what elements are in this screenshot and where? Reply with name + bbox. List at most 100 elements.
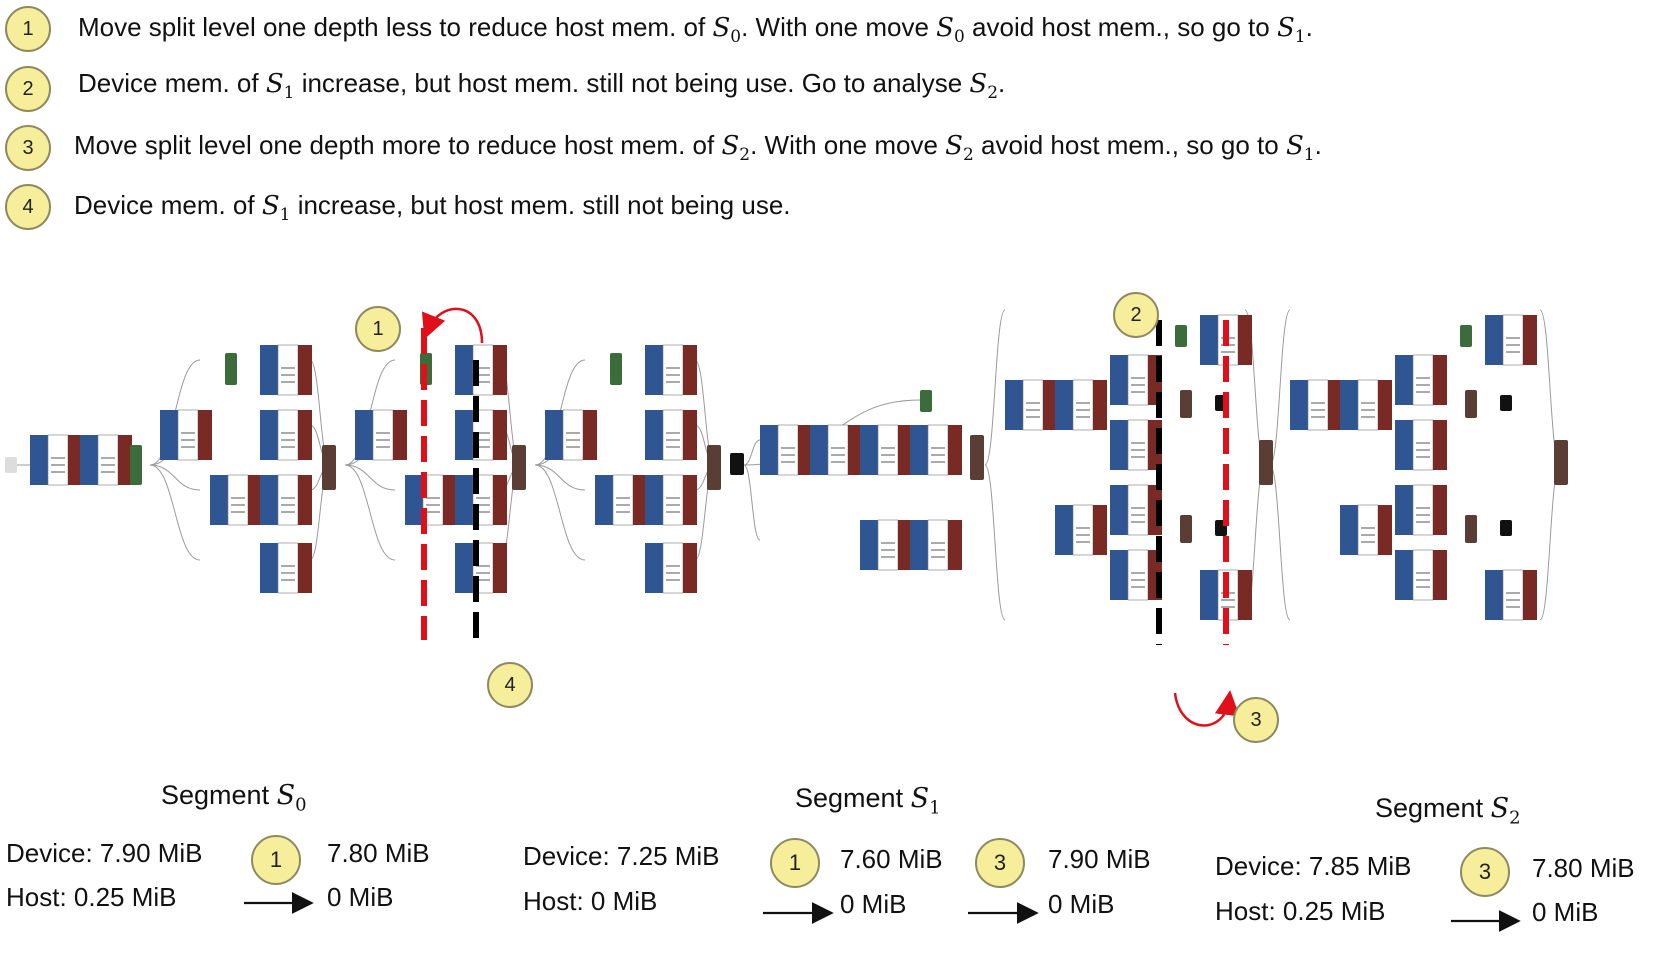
step-1-sym-b: S0 [936,13,965,48]
segment-s0-move-device: 7.80 MiB [327,838,430,868]
step-1-badge: 1 [5,6,51,52]
inc2-b3 [645,542,697,594]
step-3-mid: . With one move [750,130,946,160]
step-1-mid2: avoid host mem., so go to [964,12,1277,42]
step-3-pre: Move split level one depth more to reduc… [74,130,722,160]
m0-top [1200,314,1252,366]
step-3-post: . [1314,130,1322,160]
step-2-mid: increase, but host mem. still not being … [294,68,970,98]
graph-edge [984,464,1006,621]
network-graph [5,309,1568,645]
red-b4 [860,519,912,571]
inc2-b0 [645,344,697,396]
m1-concat [1554,440,1568,485]
step-3-mid2: avoid host mem., so go to [973,130,1286,160]
concat-3 [970,435,984,480]
graph-edge [344,464,396,491]
inc0-b0 [260,344,312,396]
step-1-mid: . With one move [741,12,937,42]
m1-n2 [1500,520,1512,536]
segment-s1-move2-host: 0 MiB [1048,889,1115,919]
red-b1 [810,424,862,476]
m0-e [1110,419,1162,471]
m0-a [1005,379,1057,431]
step-1-text: Move split level one depth less to reduc… [78,12,1313,47]
graph-edge [1269,464,1291,621]
m0-f [1110,484,1162,536]
concat-0 [322,445,336,490]
segment-s1-move2-badge: 3 [975,838,1025,888]
segment-s1-host: Host: 0 MiB [523,886,658,916]
segment-s0-host: Host: 0.25 MiB [6,882,177,912]
m1-bot [1485,569,1537,621]
step-1-pre: Move split level one depth less to reduc… [78,12,713,42]
segment-s0-device: Device: 7.90 MiB [6,838,203,868]
concat-1 [512,445,526,490]
step-4-sym-a: S1 [261,191,291,226]
inc1-b0 [455,344,507,396]
graph-edge [984,309,1006,466]
pool-node-0 [225,353,237,385]
graph-edge [534,464,586,561]
red-b5 [910,519,962,571]
m1-cat1 [1465,390,1477,418]
graph-edge [743,439,761,466]
segment-s1-title: Segment S1 [795,783,941,819]
inc0-b1b [260,409,312,461]
m1-g [1395,549,1447,601]
graph-edge [149,464,201,491]
step-3-badge: 3 [5,125,51,171]
step-3-sym-b: S2 [945,131,974,166]
step-2-sym-a: S1 [265,69,295,104]
diagram-badge-3: 3 [1233,697,1279,743]
m1-d [1395,354,1447,406]
segment-s0-move-badge: 1 [251,835,301,885]
split-lines [421,320,1229,645]
inc2-b2b [645,474,697,526]
m0-b [1055,379,1107,431]
step-1-sym-c: S1 [1276,13,1306,48]
m1-e [1395,419,1447,471]
graph-edge [149,464,201,561]
step-2-post: . [998,68,1006,98]
m1-f [1395,484,1447,536]
segment-s1-device: Device: 7.25 MiB [523,841,720,871]
m1-top [1485,314,1537,366]
diagram-badge-2: 2 [1113,292,1159,338]
segment-s1-move1-badge: 1 [770,838,820,888]
m0-pool [1175,325,1187,347]
step-1-sym-a: S0 [712,13,742,48]
graph-nodes [5,314,1568,621]
diagram-badge-1: 1 [355,306,401,352]
stem-conv-1 [30,434,82,486]
graph-edge [1269,309,1291,466]
inc0-b1a [160,409,212,461]
inc2-b2a [595,474,647,526]
segment-s2-device: Device: 7.85 MiB [1215,851,1412,881]
m1-cat2 [1465,515,1477,543]
segment-s0-move-host: 0 MiB [327,882,394,912]
step-2-pre: Device mem. of [78,68,266,98]
segment-s1-move2-device: 7.90 MiB [1048,844,1151,874]
m0-g [1110,549,1162,601]
step-4-mid: increase, but host mem. still not being … [290,190,791,220]
reduce-node [730,453,744,475]
stem-pool [130,445,142,485]
inc0-b3 [260,542,312,594]
inc2-b1a [545,409,597,461]
segment-s2-host: Host: 0.25 MiB [1215,896,1386,926]
concat-2 [707,445,721,490]
m1-b [1340,379,1392,431]
step-4-text: Device mem. of S1 increase, but host mem… [74,190,791,225]
m0-concat [1259,440,1273,485]
m1-n1 [1500,395,1512,411]
red-b2 [860,424,912,476]
segment-s1-move1-host: 0 MiB [840,889,907,919]
segment-s0-title: Segment S0 [161,780,307,816]
graph-edge [743,464,761,541]
m0-cat2 [1180,515,1192,543]
stem-conv-2 [80,434,132,486]
input-node [5,457,17,473]
step-3-sym-a: S2 [721,131,751,166]
move-arrow-3 [1173,690,1240,727]
